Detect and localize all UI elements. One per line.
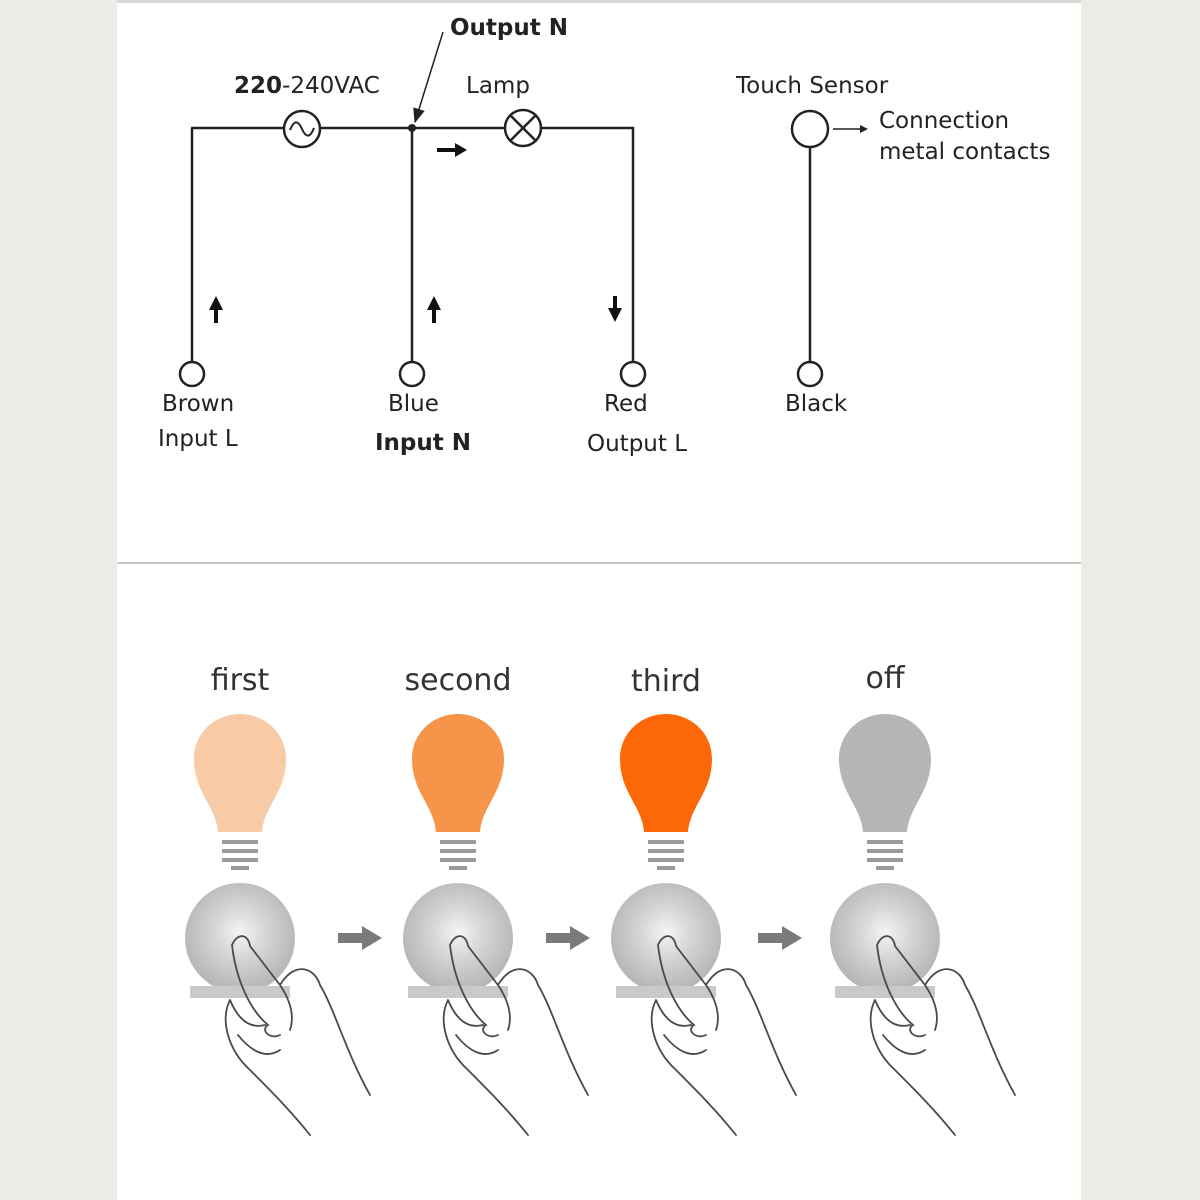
step-first: first [185, 663, 371, 1136]
connection-arrow-icon [833, 125, 868, 133]
touch-plate-first-icon [185, 883, 295, 993]
step-label-off: off [865, 661, 905, 696]
input-n-label: Input N [375, 430, 471, 456]
bulb-third-icon [620, 714, 712, 832]
touch-sensor-label: Touch Sensor [735, 73, 889, 99]
red-wire-label: Red [604, 391, 648, 417]
black-wire-label: Black [785, 391, 848, 417]
bulb-base-third-icon [648, 840, 684, 870]
bulb-off-icon [839, 714, 931, 832]
connection-label-line2: metal contacts [879, 139, 1050, 165]
wiring-diagram [190, 126, 812, 362]
hand-third-icon [650, 935, 797, 1136]
bulb-base-off-icon [867, 840, 903, 870]
step-arrow-2-icon [546, 926, 590, 950]
brown-wire-label: Brown [162, 391, 234, 417]
connection-label-line1: Connection [879, 108, 1009, 134]
top-border [117, 0, 1081, 3]
bulb-base-second-icon [440, 840, 476, 870]
step-third: third [611, 664, 797, 1136]
page-background [117, 0, 1081, 1200]
output-n-pointer [413, 31, 444, 124]
terminal-black [796, 360, 824, 388]
current-arrow-up-blue-icon [427, 296, 441, 323]
bulb-second-icon [412, 714, 504, 832]
touch-plate-third-icon [611, 883, 721, 993]
hand-off-icon [869, 935, 1016, 1136]
touch-plate-second-icon [403, 883, 513, 993]
step-label-first: first [211, 663, 270, 698]
input-l-label: Input L [158, 426, 238, 452]
current-arrow-down-red-icon [608, 296, 622, 322]
step-label-third: third [631, 664, 701, 699]
lamp-label: Lamp [466, 73, 530, 99]
hand-second-icon [442, 935, 589, 1136]
touch-sensor-icon [790, 109, 830, 149]
ac-source-icon [282, 109, 322, 149]
output-n-label: Output N [450, 15, 568, 41]
terminal-red [619, 360, 647, 388]
step-arrow-1-icon [338, 926, 382, 950]
blue-wire-label: Blue [388, 391, 439, 417]
bulb-first-icon [194, 714, 286, 832]
output-l-label: Output L [587, 431, 687, 457]
step-off: off [830, 661, 1016, 1136]
step-label-second: second [405, 663, 512, 698]
current-arrow-up-brown-icon [209, 296, 223, 323]
step-arrow-3-icon [758, 926, 802, 950]
step-second: second [403, 663, 589, 1136]
lamp-icon [503, 108, 543, 148]
bulb-base-first-icon [222, 840, 258, 870]
terminal-blue [398, 360, 426, 388]
hand-first-icon [224, 935, 371, 1136]
touch-plate-off-icon [830, 883, 940, 993]
touch-steps: first second third off [185, 661, 1016, 1136]
voltage-label: 220-240VAC [234, 73, 380, 99]
terminal-brown [178, 360, 206, 388]
section-divider [117, 562, 1081, 564]
current-arrow-right-icon [437, 143, 467, 157]
junction-dot [408, 124, 416, 132]
